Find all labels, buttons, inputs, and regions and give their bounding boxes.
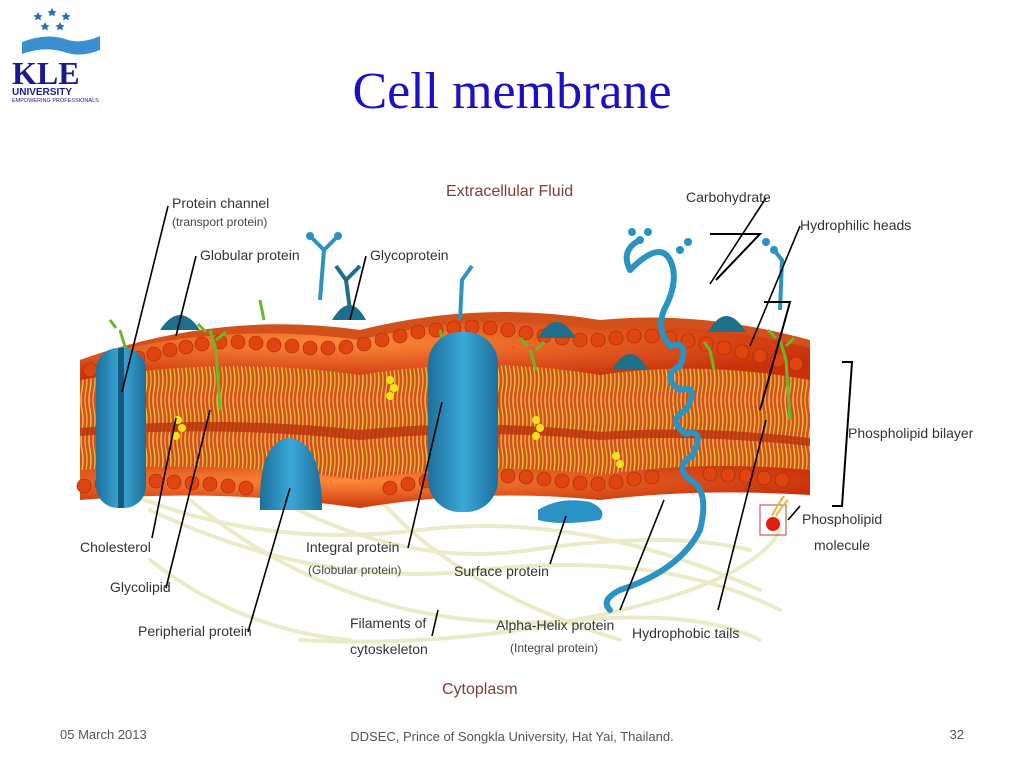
surface-protein-shape [538,500,602,523]
phospholipid-molecule-label-2: molecule [814,537,870,553]
glycolipid-label: Glycolipid [110,579,171,595]
phospholipid-molecule-sample [760,496,788,535]
cell-membrane-diagram: Extracellular Fluid Protein channel (tra… [60,170,990,710]
footer-institution: DDSEC, Prince of Songkla University, Hat… [0,729,1024,744]
alpha-helix-protein-label: Alpha-Helix protein [496,617,614,633]
glycoprotein-label: Glycoprotein [370,247,449,263]
carbohydrate-label: Carbohydrate [686,189,771,205]
alpha-helix-protein-sublabel: (Integral protein) [510,641,598,655]
cholesterol-label: Cholesterol [80,539,151,555]
protein-channel-sublabel: (transport protein) [172,215,267,229]
filaments-label-2: cytoskeleton [350,641,428,657]
surface-protein-label: Surface protein [454,563,549,579]
filaments-label-1: Filaments of [350,615,426,631]
slide-number: 32 [950,727,964,742]
hydrophobic-tails-label: Hydrophobic tails [632,625,739,641]
peripheral-protein-label: Peripherial protein [138,623,252,639]
phospholipid-molecule-label-1: Phospholipid [802,511,882,527]
globular-protein-label: Globular protein [200,247,300,263]
integral-protein-shape [428,332,498,512]
hydrophilic-heads-label: Hydrophilic heads [800,217,911,233]
cytoskeleton-filaments [120,490,780,642]
extracellular-fluid-label: Extracellular Fluid [446,183,573,200]
cytoplasm-label: Cytoplasm [442,681,518,698]
phospholipid-bilayer-label: Phospholipid bilayer [848,425,974,441]
integral-protein-sublabel: (Globular protein) [308,563,401,577]
protein-channel-label: Protein channel [172,195,269,211]
slide-title: Cell membrane [0,62,1024,121]
integral-protein-label: Integral protein [306,539,399,555]
